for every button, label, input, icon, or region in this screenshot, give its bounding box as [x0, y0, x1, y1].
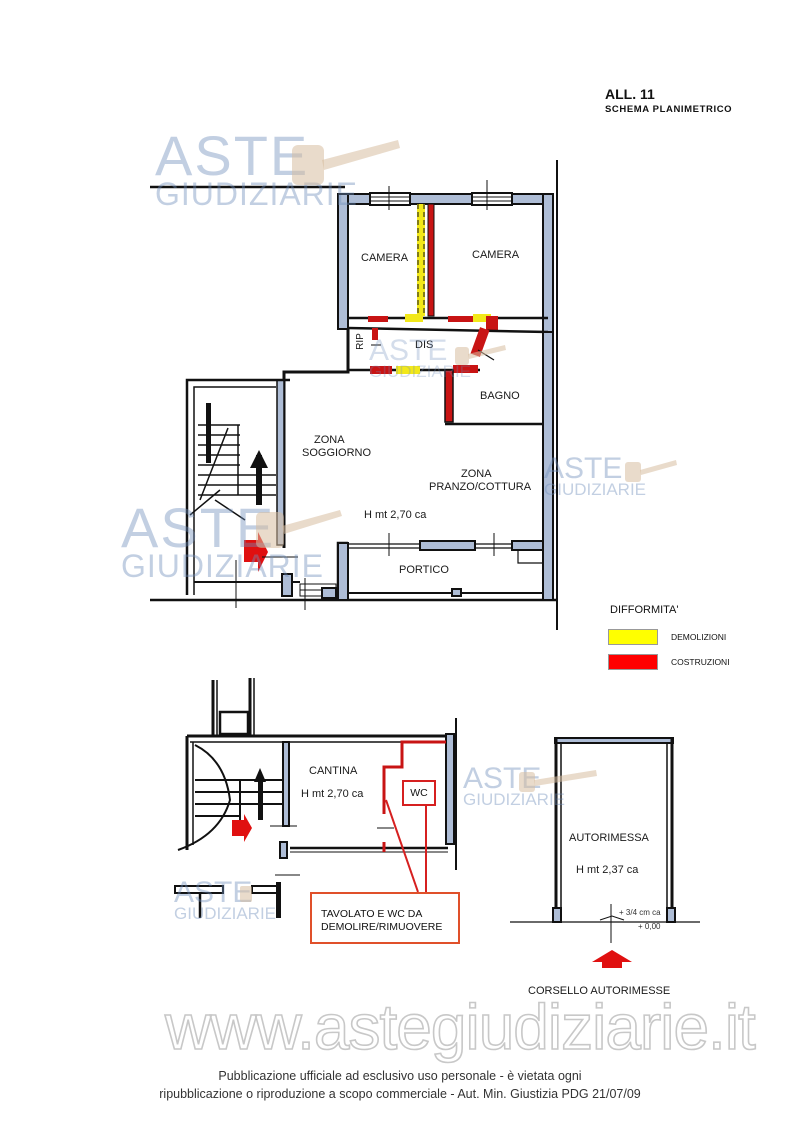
watermark-logo: ASTE GIUDIZIARIE: [174, 876, 277, 923]
watermark-text: GIUDIZIARIE: [174, 904, 277, 923]
corridor-label: CORSELLO AUTORIMESSE: [528, 985, 671, 997]
watermark-text: ASTE: [544, 452, 623, 485]
note-line-2: DEMOLIRE/RIMUOVERE: [321, 921, 443, 933]
watermark-logo: ASTE GIUDIZIARIE: [369, 334, 472, 381]
footer-line-1: Pubblicazione ufficiale ad esclusivo uso…: [218, 1069, 582, 1083]
garage-height: H mt 2,37 ca: [576, 864, 639, 876]
wc-label-box: WC: [402, 780, 436, 806]
legend-item-demolizioni: DEMOLIZIONI: [608, 629, 726, 645]
room-label-zona-pranzo-2: PRANZO/COTTURA: [429, 481, 532, 493]
room-label-zona-soggiorno-1: ZONA: [314, 434, 345, 446]
watermark-logo: ASTE GIUDIZIARIE: [544, 452, 647, 499]
room-label-dis: DIS: [415, 339, 434, 351]
room-label-autorimessa: AUTORIMESSA: [569, 832, 649, 844]
room-label-camera-left: CAMERA: [361, 252, 409, 264]
room-label-camera-right: CAMERA: [472, 249, 520, 261]
watermark-logo: ASTE GIUDIZIARIE: [121, 496, 325, 584]
site-watermark: www.astegiudiziarie.it: [164, 990, 756, 1064]
legend-item-costruzioni: COSTRUZIONI: [608, 654, 730, 670]
watermark-text: GIUDIZIARIE: [155, 176, 359, 212]
garage-plan: [510, 737, 700, 968]
document-title: ALL. 11: [605, 86, 655, 102]
legend-swatch-yellow: [608, 629, 658, 645]
note-line-1: TAVOLATO E WC DA: [321, 908, 423, 920]
ground-floor-height: H mt 2,70 ca: [364, 509, 427, 521]
level-mark-2: + 0,00: [638, 922, 661, 931]
legend-swatch-red: [608, 654, 658, 670]
room-label-portico: PORTICO: [399, 564, 449, 576]
watermark-text: GIUDIZIARIE: [369, 362, 472, 381]
document-subtitle: SCHEMA PLANIMETRICO: [605, 104, 733, 115]
watermark-text: ASTE: [121, 496, 276, 559]
level-mark-1: + 3/4 cm ca: [619, 908, 661, 917]
watermark-logo: ASTE GIUDIZIARIE: [155, 124, 359, 212]
footer-line-2: ripubblicazione o riproduzione a scopo c…: [159, 1087, 641, 1101]
cellar-height: H mt 2,70 ca: [301, 788, 364, 800]
watermark-text: ASTE: [155, 124, 310, 187]
room-label-bagno: BAGNO: [480, 390, 520, 402]
ground-floor-plan: [150, 160, 558, 630]
room-label-zona-soggiorno-2: SOGGIORNO: [302, 447, 372, 459]
legend-label: COSTRUZIONI: [671, 657, 730, 667]
legend-label: DEMOLIZIONI: [671, 632, 727, 642]
watermark-text: ASTE: [174, 876, 253, 909]
watermark-text: GIUDIZIARIE: [544, 480, 647, 499]
room-label-zona-pranzo-1: ZONA: [461, 468, 492, 480]
room-label-cantina: CANTINA: [309, 765, 358, 777]
watermark-text: ASTE: [369, 334, 448, 367]
legend-title: DIFFORMITA': [610, 604, 679, 616]
watermark-text: GIUDIZIARIE: [463, 790, 566, 809]
watermark-text: GIUDIZIARIE: [121, 548, 325, 584]
cellar-plan: [174, 678, 457, 918]
demolition-note-box: TAVOLATO E WC DA DEMOLIRE/RIMUOVERE: [310, 892, 460, 944]
